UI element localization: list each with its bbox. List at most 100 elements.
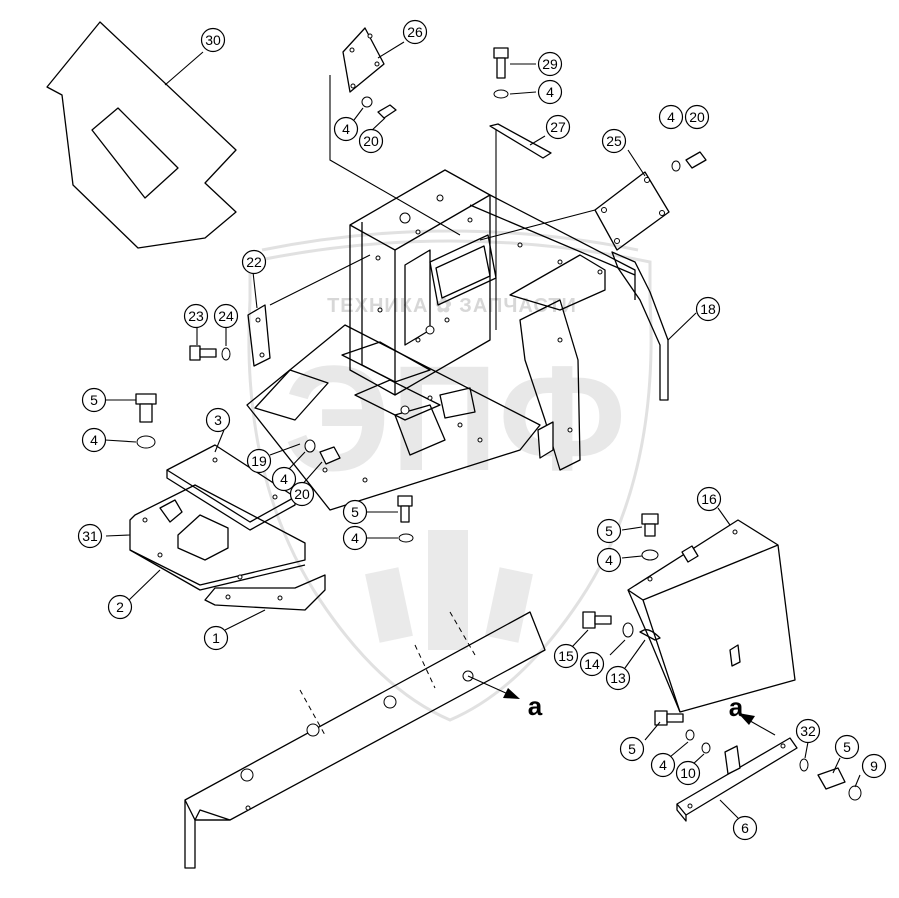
callout-text: 15: [558, 648, 574, 664]
washer-bolt-26: [361, 96, 397, 119]
arrow-to-a-left: a: [467, 675, 543, 721]
callout-circle: [358, 128, 384, 154]
callout-6: 6: [732, 815, 758, 841]
callout-text: 19: [251, 453, 267, 469]
callout-4: 4: [596, 547, 622, 573]
callout-32: 32: [795, 718, 821, 744]
callout-3: 3: [205, 407, 231, 433]
callout-circle: [537, 79, 563, 105]
callout-circle: [200, 27, 226, 53]
bolt-15: [582, 611, 612, 629]
callout-text: 5: [628, 741, 636, 757]
right-bracket-plate: [519, 299, 581, 471]
part-29-bolt: [493, 47, 509, 99]
callout-text: 20: [363, 133, 379, 149]
callout-circle: [650, 752, 676, 778]
callout-text: 4: [546, 84, 554, 100]
part-25-side-plate: [594, 171, 670, 251]
callout-circle: [271, 466, 297, 492]
hardware-32-5-9: [799, 758, 862, 801]
callout-text: 2: [116, 599, 124, 615]
callout-text: 5: [351, 504, 359, 520]
callout-23: 23: [183, 303, 209, 329]
callout-5: 5: [834, 734, 860, 760]
callout-25: 25: [601, 128, 627, 154]
callout-27: 27: [545, 114, 571, 140]
callout-circle: [579, 651, 605, 677]
callout-14: 14: [579, 651, 605, 677]
callout-text: 4: [605, 552, 613, 568]
callout-text: 6: [741, 820, 749, 836]
bolt-5-right-top: [641, 513, 659, 561]
callout-circle: [834, 734, 860, 760]
callout-circle: [342, 525, 368, 551]
callout-text: 26: [407, 24, 423, 40]
callout-text: 4: [342, 121, 350, 137]
callout-circle: [601, 128, 627, 154]
callout-text: 29: [542, 56, 558, 72]
callout-circle: [675, 760, 701, 786]
washer-bolt-19-20: [304, 439, 341, 465]
callout-circle: [596, 547, 622, 573]
part-26-small-plate: [342, 27, 385, 93]
callout-1: 1: [203, 625, 229, 651]
callout-circle: [213, 303, 239, 329]
floor-plate: [246, 324, 541, 511]
callout-30: 30: [200, 27, 226, 53]
reference-letter-a-right: a: [729, 692, 744, 722]
callout-circle: [795, 718, 821, 744]
callout-text: 31: [82, 528, 98, 544]
callout-4: 4: [537, 79, 563, 105]
callout-text: 4: [667, 109, 675, 125]
callout-4: 4: [342, 525, 368, 551]
callout-4: 4: [271, 466, 297, 492]
callout-text: 3: [214, 412, 222, 428]
callout-4: 4: [81, 427, 107, 453]
callout-20: 20: [684, 104, 710, 130]
long-beam: [184, 611, 546, 869]
callout-5: 5: [81, 387, 107, 413]
callout-text: 5: [90, 392, 98, 408]
callout-text: 9: [870, 758, 878, 774]
callout-circle: [203, 625, 229, 651]
callout-4: 4: [333, 116, 359, 142]
callout-text: 30: [205, 32, 221, 48]
callout-circle: [183, 303, 209, 329]
callout-13: 13: [605, 665, 631, 691]
callout-4: 4: [658, 104, 684, 130]
callout-22: 22: [241, 249, 267, 275]
leader-lines: [104, 41, 861, 819]
callout-circle: [619, 736, 645, 762]
callout-text: 4: [659, 757, 667, 773]
part-24-washer: [221, 347, 231, 361]
callout-circle: [696, 486, 722, 512]
callout-text: 20: [294, 486, 310, 502]
callout-text: 24: [218, 308, 234, 324]
callout-circle: [545, 114, 571, 140]
part-1-angled-strip: [204, 574, 326, 611]
callout-circle: [402, 19, 428, 45]
callout-text: 23: [188, 308, 204, 324]
washer-14: [622, 622, 634, 638]
reference-letter-a-left: a: [528, 691, 543, 721]
callout-text: 32: [800, 723, 816, 739]
callout-circle: [342, 499, 368, 525]
bolt-5-center: [397, 495, 414, 543]
callout-24: 24: [213, 303, 239, 329]
callout-16: 16: [696, 486, 722, 512]
watermark: ТЕХНИКА ✿ ЗАПЧАСТИ ЭПФ: [247, 229, 653, 722]
callout-text: 18: [700, 301, 716, 317]
part-6-bar: [676, 737, 798, 822]
callout-20: 20: [289, 481, 315, 507]
part-22-plate: [247, 304, 271, 367]
callout-text: 20: [689, 109, 705, 125]
callout-31: 31: [77, 523, 103, 549]
part-2-base-bracket: [129, 484, 306, 591]
callout-text: 5: [843, 739, 851, 755]
callout-circle: [107, 594, 133, 620]
callout-20: 20: [358, 128, 384, 154]
callout-26: 26: [402, 19, 428, 45]
callout-text: 4: [90, 432, 98, 448]
